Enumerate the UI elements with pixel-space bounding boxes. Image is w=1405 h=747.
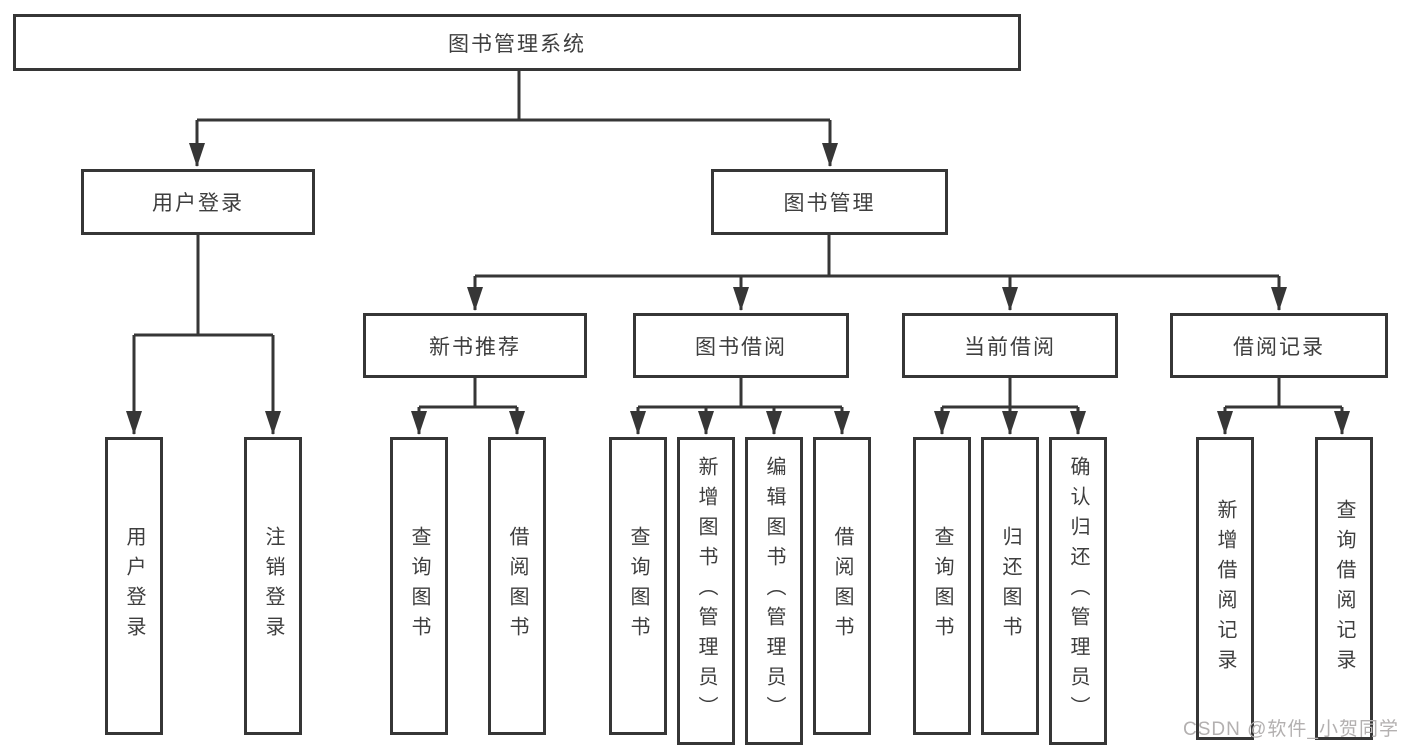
node-new-book-recommendation: 新书推荐 (363, 313, 587, 378)
leaf-label: 用户登录 (123, 526, 145, 646)
leaf-label: 新增图书（管理员） (695, 456, 717, 726)
node-label: 图书管理 (783, 192, 876, 215)
leaf-search-borrow-record: 查询借阅记录 (1315, 437, 1373, 740)
leaf-search-books-recommend: 查询图书 (390, 437, 448, 735)
leaf-label: 查询图书 (931, 526, 953, 646)
node-book-borrowing: 图书借阅 (633, 313, 849, 378)
leaf-label: 查询图书 (408, 526, 430, 646)
leaf-label: 确认归还（管理员） (1067, 456, 1089, 726)
leaf-borrow-books-borrowing: 借阅图书 (813, 437, 871, 735)
leaf-return-books: 归还图书 (981, 437, 1039, 735)
leaf-label: 归还图书 (999, 526, 1021, 646)
leaf-borrow-books-recommend: 借阅图书 (488, 437, 546, 735)
csdn-watermark: CSDN @软件_小贺同学 (1183, 719, 1399, 740)
node-label: 新书推荐 (429, 335, 521, 359)
leaf-label: 借阅图书 (831, 526, 853, 646)
node-borrowing-records: 借阅记录 (1170, 313, 1388, 378)
leaf-user-login: 用户登录 (105, 437, 163, 735)
leaf-label: 编辑图书（管理员） (763, 456, 785, 726)
leaf-add-books-admin: 新增图书（管理员） (677, 437, 735, 745)
leaf-edit-books-admin: 编辑图书（管理员） (745, 437, 803, 745)
leaf-logout: 注销登录 (244, 437, 302, 735)
node-label: 用户登录 (152, 192, 244, 215)
node-current-borrowing: 当前借阅 (902, 313, 1118, 378)
node-label: 图书管理系统 (448, 32, 586, 56)
node-label: 图书借阅 (695, 335, 787, 359)
leaf-confirm-return-admin: 确认归还（管理员） (1049, 437, 1107, 745)
node-label: 借阅记录 (1233, 335, 1325, 359)
leaf-label: 借阅图书 (506, 526, 528, 646)
leaf-search-books-current: 查询图书 (913, 437, 971, 735)
node-user-login: 用户登录 (81, 169, 315, 235)
node-book-management: 图书管理 (711, 169, 948, 235)
leaf-label: 注销登录 (262, 526, 284, 646)
leaf-label: 查询借阅记录 (1333, 498, 1355, 679)
leaf-search-books-borrowing: 查询图书 (609, 437, 667, 735)
leaf-label: 查询图书 (627, 526, 649, 646)
leaf-label: 新增借阅记录 (1214, 498, 1236, 679)
node-library-management-system: 图书管理系统 (13, 14, 1021, 71)
leaf-add-borrow-record: 新增借阅记录 (1196, 437, 1254, 740)
node-label: 当前借阅 (964, 335, 1056, 359)
